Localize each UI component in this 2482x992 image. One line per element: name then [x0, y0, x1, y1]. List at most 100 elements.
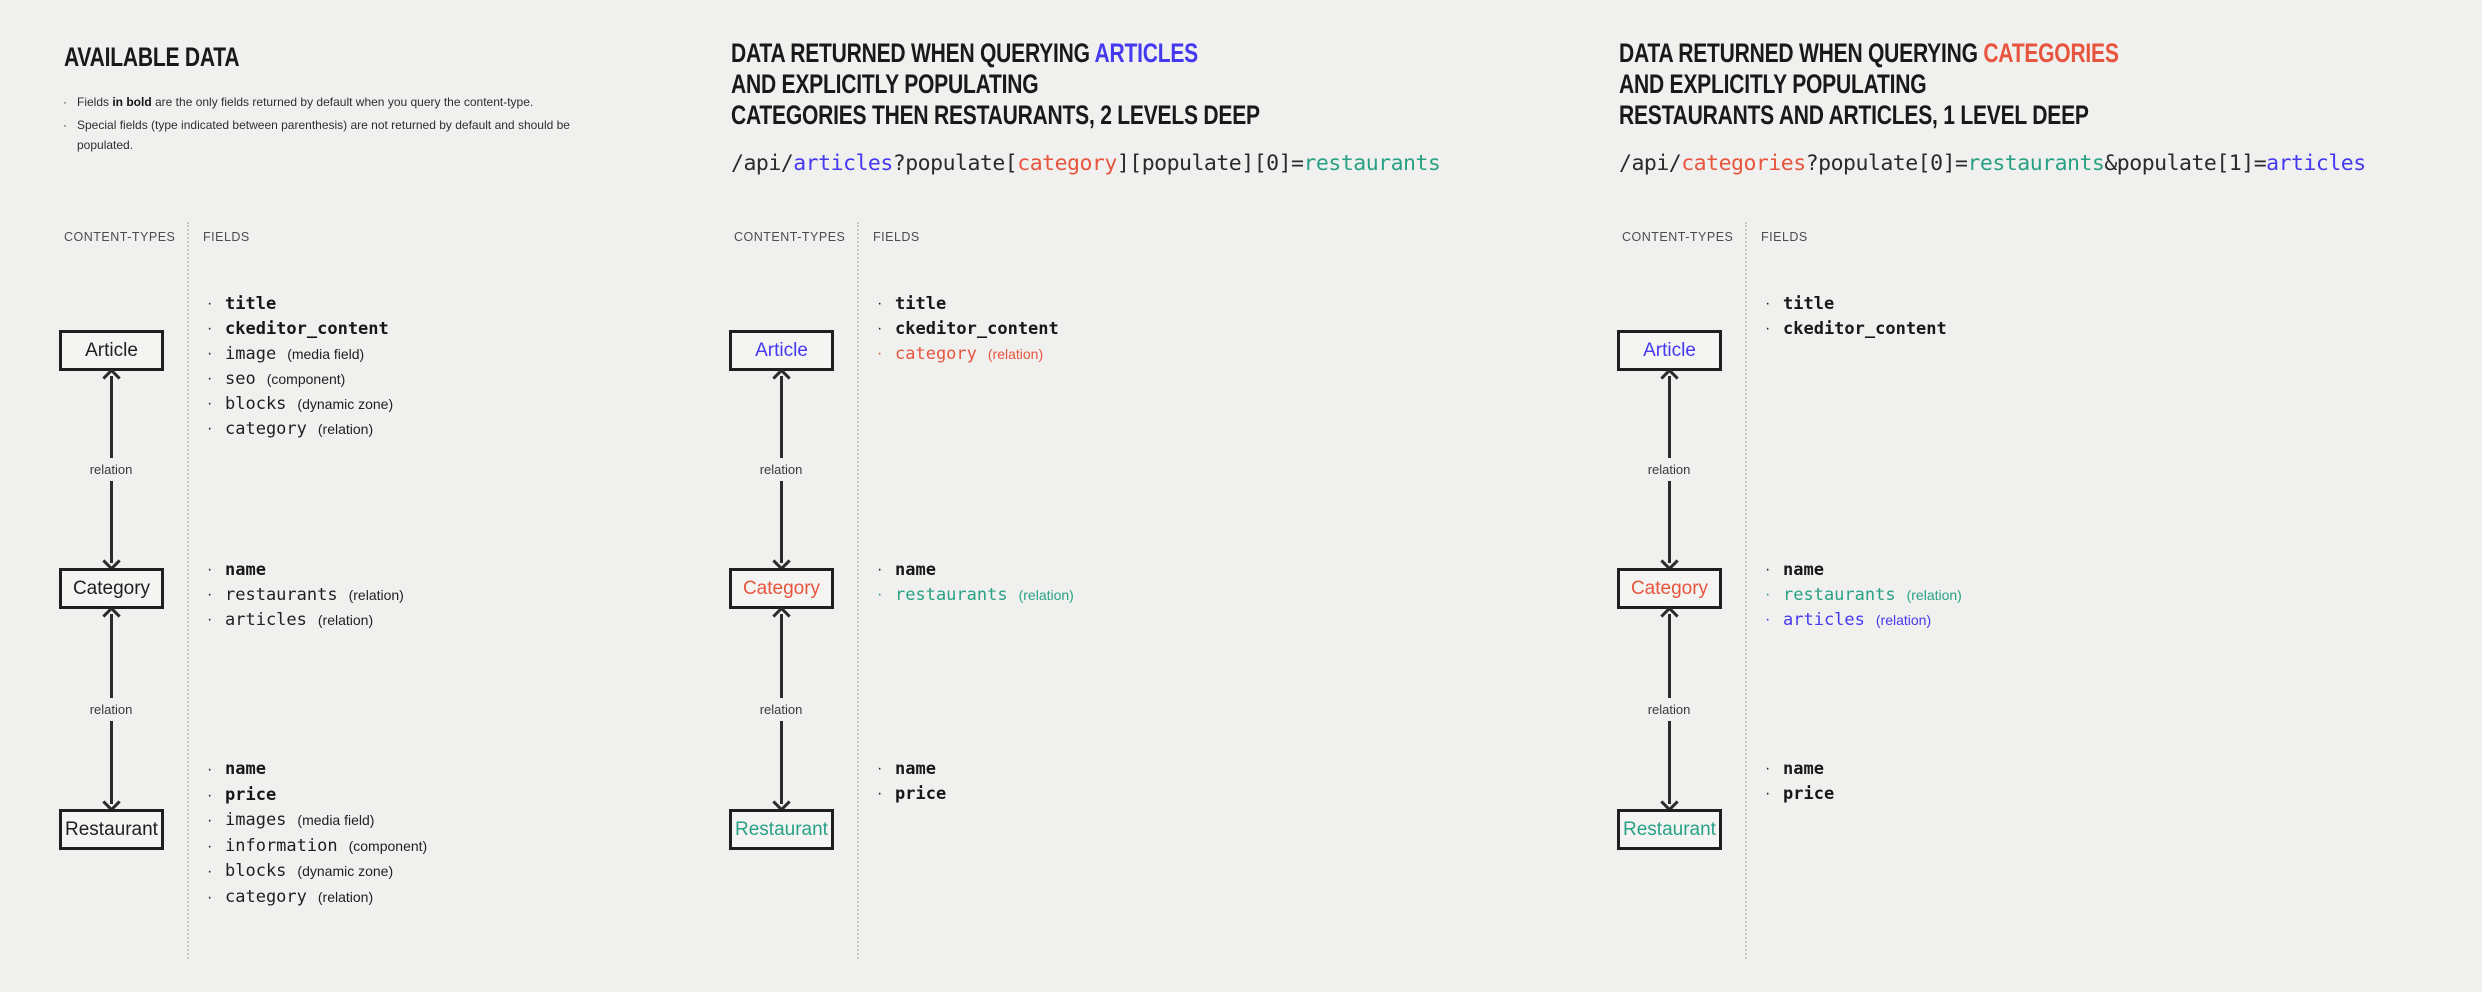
highlight-articles: ARTICLES [1094, 38, 1199, 68]
bullet-icon: · [207, 395, 213, 412]
bullet-icon: · [1765, 295, 1771, 312]
field-item: ·name [877, 759, 936, 779]
connector-line [779, 720, 783, 804]
title-line: RESTAURANTS AND ARTICLES, 1 LEVEL DEEP [1619, 100, 2089, 130]
content-type-box-category: Category [729, 568, 834, 609]
bullet-icon: · [207, 812, 213, 829]
field-item: ·category(relation) [877, 344, 1044, 364]
content-type-box-article: Article [1617, 330, 1722, 371]
field-item: ·ckeditor_content [207, 319, 389, 339]
panel-title: DATA RETURNED WHEN QUERYING CATEGORIES A… [1619, 38, 2119, 131]
connector-line [1667, 614, 1671, 698]
content-type-box-restaurant: Restaurant [1617, 809, 1722, 850]
bullet-icon: · [877, 785, 883, 802]
relation-connector: relation [759, 368, 803, 571]
bullet-icon: · [207, 611, 213, 628]
content-type-box-restaurant: Restaurant [59, 809, 164, 850]
relation-label: relation [89, 701, 133, 717]
relation-connector: relation [1648, 606, 1690, 812]
field-list-category: ·name ·restaurants(relation) ·articles(r… [1763, 558, 1962, 633]
panel-title: AVAILABLE DATA [64, 42, 240, 72]
bullet-icon: · [207, 586, 213, 603]
field-item: ·images(media field) [205, 808, 427, 834]
relation-label: relation [759, 701, 803, 717]
title-line: DATA RETURNED WHEN QUERYING ARTICLES [731, 38, 1199, 68]
highlight-categories: CATEGORIES [1983, 38, 2119, 68]
bullet-icon: · [877, 295, 883, 312]
field-item: ·name [1765, 759, 1824, 779]
column-header-content-types: CONTENT-TYPES [734, 230, 846, 244]
relation-connector: relation [90, 368, 132, 571]
legend-item: ·Fields in bold are the only fields retu… [62, 92, 582, 112]
field-item: ·ckeditor_content [877, 319, 1059, 339]
field-item: ·articles(relation) [207, 610, 374, 630]
api-url: /api/categories?populate[0]=restaurants&… [1619, 151, 2366, 176]
connector-line [1667, 720, 1671, 804]
content-type-box-article: Article [729, 330, 834, 371]
arrow-up-icon [101, 606, 121, 625]
relation-connector: relation [759, 606, 803, 812]
field-item: ·price [1765, 784, 1835, 804]
bullet-icon: · [877, 586, 883, 603]
connector-line [109, 720, 113, 804]
content-type-box-category: Category [59, 568, 164, 609]
field-item: ·category(relation) [205, 885, 427, 911]
field-list-category: ·name ·restaurants(relation) ·articles(r… [205, 558, 404, 633]
bullet-icon: · [877, 561, 883, 578]
content-type-box-restaurant: Restaurant [729, 809, 834, 850]
field-list-article: ·title ·ckeditor_content ·image(media fi… [205, 292, 393, 442]
bullet-icon: · [877, 345, 883, 362]
bullet-icon: · [63, 95, 67, 109]
arrow-up-icon [771, 368, 791, 387]
field-item: ·name [877, 560, 936, 580]
field-list-category: ·name ·restaurants(relation) [875, 558, 1074, 608]
bullet-icon: · [877, 320, 883, 337]
connector-line [779, 481, 783, 563]
bullet-icon: · [207, 786, 213, 804]
panel-querying-articles: DATA RETURNED WHEN QUERYING ARTICLES AND… [710, 0, 1441, 992]
bullet-icon: · [207, 837, 213, 855]
legend: ·Fields in bold are the only fields retu… [62, 92, 582, 158]
field-item: ·restaurants(relation) [1765, 585, 1962, 605]
field-list-restaurant: ·name ·price [1763, 757, 1834, 807]
panel-querying-categories: DATA RETURNED WHEN QUERYING CATEGORIES A… [1598, 0, 2366, 992]
field-item: ·name [207, 560, 266, 580]
field-item: ·ckeditor_content [1765, 319, 1947, 339]
arrow-up-icon [771, 606, 791, 625]
relation-label: relation [759, 462, 803, 477]
panel-available-data: AVAILABLE DATA ·Fields in bold are the o… [40, 0, 720, 992]
column-separator [187, 222, 189, 959]
arrow-up-icon [1659, 368, 1679, 387]
bullet-icon: · [207, 561, 213, 578]
field-item: ·information(component) [205, 834, 427, 860]
bullet-icon: · [63, 118, 67, 132]
relation-label: relation [1647, 462, 1691, 477]
bullet-icon: · [207, 320, 213, 337]
title-line: AND EXPLICITLY POPULATING [731, 69, 1039, 99]
bullet-icon: · [1765, 586, 1771, 603]
connector-line [779, 376, 783, 458]
column-header-fields: FIELDS [203, 230, 250, 244]
panel-title: DATA RETURNED WHEN QUERYING ARTICLES AND… [731, 38, 1260, 131]
bullet-icon: · [207, 345, 213, 362]
bullet-icon: · [207, 863, 213, 880]
field-item: ·name [205, 757, 427, 783]
connector-line [109, 481, 113, 563]
bullet-icon: · [1765, 611, 1771, 628]
field-item: ·blocks(dynamic zone) [205, 859, 427, 885]
legend-item: ·Special fields (type indicated between … [62, 115, 582, 155]
content-type-box-article: Article [59, 330, 164, 371]
bullet-icon: · [1765, 561, 1771, 578]
title-line: CATEGORIES THEN RESTAURANTS, 2 LEVELS DE… [731, 100, 1260, 130]
connector-line [109, 376, 113, 458]
bullet-icon: · [207, 761, 213, 778]
connector-line [1667, 481, 1671, 563]
column-header-fields: FIELDS [873, 230, 920, 244]
field-item: ·blocks(dynamic zone) [207, 394, 394, 414]
connector-line [779, 614, 783, 698]
column-separator [857, 222, 859, 959]
content-type-box-category: Category [1617, 568, 1722, 609]
relation-connector: relation [89, 606, 133, 812]
field-list-restaurant: ·name ·price ·images(media field) ·infor… [205, 757, 427, 910]
